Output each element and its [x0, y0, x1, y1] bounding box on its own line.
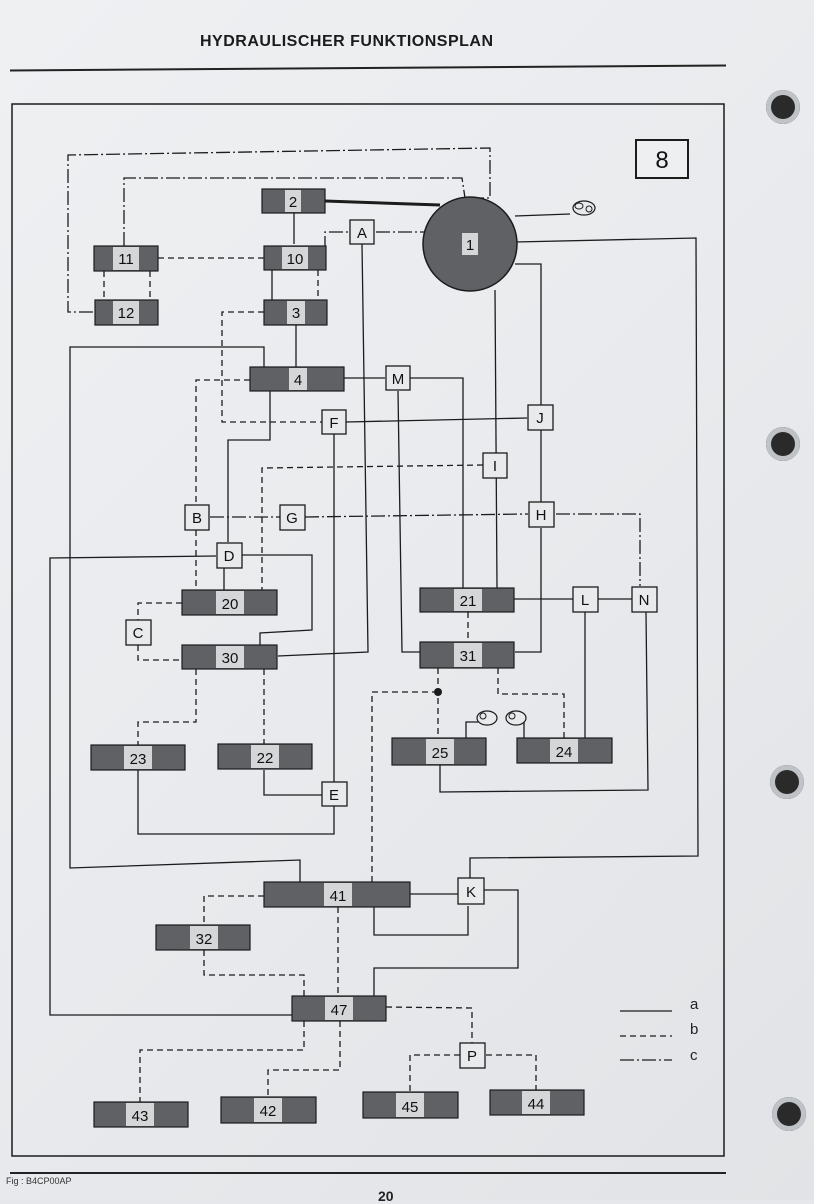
legend-key-c: c [690, 1047, 698, 1064]
svg-text:42: 42 [260, 1103, 277, 1120]
svg-text:10: 10 [287, 251, 304, 268]
svg-text:J: J [536, 410, 544, 427]
component-47: 47 [291, 995, 387, 1022]
svg-text:12: 12 [118, 305, 135, 322]
svg-text:21: 21 [460, 593, 477, 610]
svg-text:2: 2 [289, 194, 297, 211]
svg-text:11: 11 [118, 251, 134, 268]
node-L: L [572, 586, 599, 613]
svg-text:E: E [329, 787, 339, 804]
svg-text:44: 44 [528, 1096, 545, 1113]
legend: a b c [620, 996, 699, 1064]
svg-text:41: 41 [330, 888, 347, 905]
component-24: 24 [516, 737, 613, 764]
node-H: H [528, 501, 555, 528]
svg-text:I: I [493, 458, 497, 475]
svg-text:24: 24 [556, 744, 573, 761]
node-A: A [349, 219, 375, 245]
svg-text:M: M [392, 371, 405, 388]
page-badge-text: 8 [655, 147, 668, 174]
component-20: 20 [181, 589, 278, 616]
node-F: F [321, 409, 347, 435]
component-2: 2 [261, 188, 326, 214]
component-44: 44 [489, 1089, 585, 1116]
punch-hole-2 [766, 427, 800, 461]
node-M: M [385, 365, 411, 391]
svg-text:22: 22 [257, 750, 274, 767]
svg-text:32: 32 [196, 931, 213, 948]
pump-label: 1 [466, 237, 474, 254]
svg-text:30: 30 [222, 650, 239, 667]
punch-hole-3 [770, 765, 804, 799]
svg-text:45: 45 [402, 1099, 419, 1116]
svg-text:D: D [224, 548, 235, 565]
node-I: I [482, 452, 508, 479]
component-43: 43 [93, 1101, 189, 1128]
legend-key-a: a [690, 996, 699, 1013]
svg-text:31: 31 [460, 648, 477, 665]
component-45: 45 [362, 1091, 459, 1119]
node-G: G [279, 504, 306, 531]
component-23: 23 [90, 744, 186, 771]
component-25: 25 [391, 737, 487, 766]
exhaust-cloud-icon [476, 710, 498, 726]
node-P: P [459, 1042, 486, 1069]
punch-hole-4 [772, 1097, 806, 1131]
connection-lines [49, 147, 699, 1102]
node-D: D [216, 542, 243, 569]
page-title: HYDRAULISCHER FUNKTIONSPLAN [200, 33, 494, 50]
legend-key-b: b [690, 1021, 698, 1038]
svg-text:F: F [329, 415, 338, 432]
svg-text:C: C [133, 625, 144, 642]
component-21: 21 [419, 587, 515, 613]
component-4: 4 [249, 366, 345, 392]
svg-text:K: K [466, 884, 476, 901]
punch-hole-1 [766, 90, 800, 124]
svg-text:N: N [639, 592, 650, 609]
figure-id: Fig : B4CP00AP [6, 1176, 72, 1186]
component-31: 31 [419, 641, 515, 669]
exhaust-cloud-icon [505, 710, 527, 726]
svg-text:25: 25 [432, 745, 449, 762]
svg-text:47: 47 [331, 1002, 348, 1019]
component-32: 32 [155, 924, 251, 951]
component-12: 12 [94, 299, 159, 326]
footer-rule [10, 1172, 726, 1174]
component-11: 11 [93, 245, 159, 272]
page-number: 20 [378, 1188, 394, 1204]
component-22: 22 [217, 743, 313, 770]
exhaust-cloud-icon [572, 200, 596, 216]
svg-text:23: 23 [130, 751, 147, 768]
svg-text:A: A [357, 225, 367, 242]
component-41: 41 [263, 881, 411, 908]
svg-text:43: 43 [132, 1108, 149, 1125]
node-N: N [631, 586, 658, 613]
node-J: J [527, 404, 554, 431]
component-42: 42 [220, 1096, 317, 1124]
node-K: K [457, 877, 485, 905]
svg-text:3: 3 [292, 305, 300, 322]
node-E: E [321, 781, 348, 807]
svg-text:20: 20 [222, 596, 239, 613]
node-B: B [184, 504, 210, 531]
svg-text:G: G [286, 510, 298, 527]
svg-text:P: P [467, 1048, 477, 1065]
diagram-frame [11, 103, 725, 1157]
component-10: 10 [263, 245, 327, 271]
node-C: C [125, 619, 152, 646]
svg-text:L: L [581, 592, 589, 609]
component-3: 3 [263, 299, 328, 326]
svg-text:4: 4 [294, 372, 302, 389]
svg-text:B: B [192, 510, 202, 527]
component-30: 30 [181, 644, 278, 670]
svg-text:H: H [536, 507, 547, 524]
page-badge [635, 139, 689, 179]
